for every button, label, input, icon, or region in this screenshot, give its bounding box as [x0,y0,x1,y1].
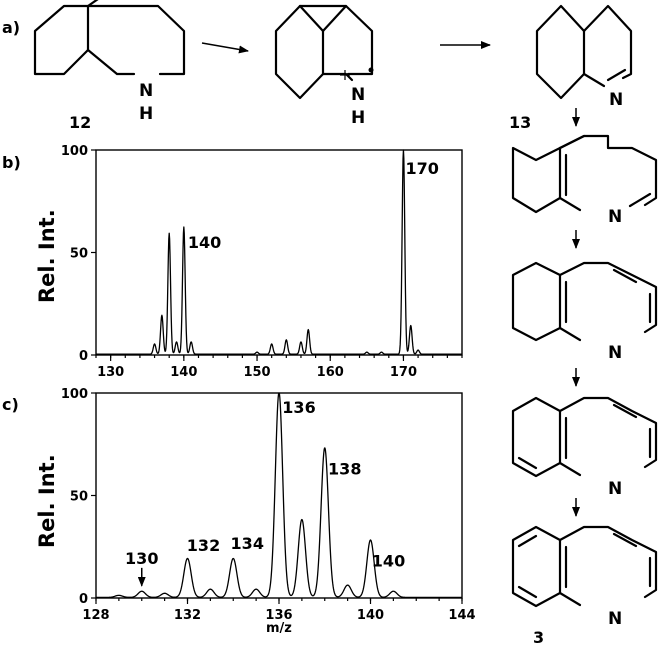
chart-c-peak-label-136: 136 [282,398,315,417]
molecule-step-2: N [511,261,658,363]
compound-label-3: 3 [533,628,544,647]
chart-c-y-tick-label: 100 [61,387,88,402]
chart-b-y-ticks: 0 50 100 [61,144,96,364]
chart-c-x-tick-label: 144 [448,608,475,623]
chart-c-y-ticks: 0 50 100 [61,387,96,607]
molecule-step-1: N [511,134,658,227]
chart-c: 0 50 100 128 132 136 140 144 130 132 134 136 138 14… [35,387,476,636]
panel-label-c: c) [2,395,19,414]
atom-n-radical: N [351,85,365,105]
compound-label-13: 13 [509,113,531,132]
molecule-12: N H [33,0,186,124]
chart-b-x-tick-label: 150 [243,365,270,380]
chart-c-x-tick-label: 132 [174,608,201,623]
atom-h-radical: H [351,108,365,128]
chart-c-x-tick-label: 140 [357,608,384,623]
atom-n-step-3: N [608,479,622,499]
chart-c-peak-label-138: 138 [328,459,361,478]
chart-b-x-tick-label: 160 [317,365,344,380]
atom-n-step-2: N [608,343,622,363]
compound-label-12: 12 [69,113,91,132]
chart-c-x-ticks: 128 132 136 140 144 [82,598,476,623]
panel-label-a: a) [2,18,20,37]
chart-c-peak-label-130: 130 [125,549,158,568]
chart-c-y-tick-label: 50 [70,490,88,505]
chart-b-y-tick-label: 0 [79,349,88,364]
chart-b-x-ticks: 130 140 150 160 170 [95,355,463,380]
chart-b-frame [95,149,463,356]
chart-c-peak-labels: 130 132 134 136 138 140 [125,398,405,587]
chart-b-x-tick-label: 170 [390,365,417,380]
chart-b: 0 50 100 130 140 150 160 170 140 170 Rel. Int. [35,144,463,380]
chart-c-peak-label-140: 140 [372,552,405,571]
chart-c-x-tick-label: 136 [265,608,292,623]
atom-n-3: N [608,609,622,629]
chart-b-peak-labels: 140 170 [188,159,439,252]
chart-b-y-tick-label: 50 [70,247,88,262]
chart-c-y-tick-label: 0 [79,592,88,607]
chart-c-x-tick-label: 128 [82,608,109,623]
molecule-step-3: N [511,396,658,499]
chart-b-spectrum-line [95,149,463,355]
chart-c-peak-label-134: 134 [231,534,264,553]
reaction-arrow-1 [201,42,249,54]
chart-b-y-axis-label: Rel. Int. [35,209,59,303]
radical-dot [368,67,374,73]
atom-n-12: N [139,81,153,101]
chart-c-spectrum-line [95,392,463,599]
chart-b-peak-label-170: 170 [405,159,438,178]
chart-c-x-axis-label: m/z [266,621,292,636]
atom-n-step-1: N [608,207,622,227]
atom-h-12: H [139,104,153,124]
chart-c-peak-label-132: 132 [187,536,220,555]
atom-n-13: N [609,90,623,110]
chart-c-y-axis-label: Rel. Int. [35,454,59,548]
chart-b-peak-label-140: 140 [188,233,221,252]
molecule-3-quinoline: N [511,525,658,629]
chart-b-x-tick-label: 140 [170,365,197,380]
chart-b-y-tick-label: 100 [61,144,88,159]
chart-b-x-tick-label: 130 [97,365,124,380]
molecule-13: N [535,4,633,110]
molecule-radical-cation: N H [274,4,374,128]
panel-label-b: b) [2,153,21,172]
